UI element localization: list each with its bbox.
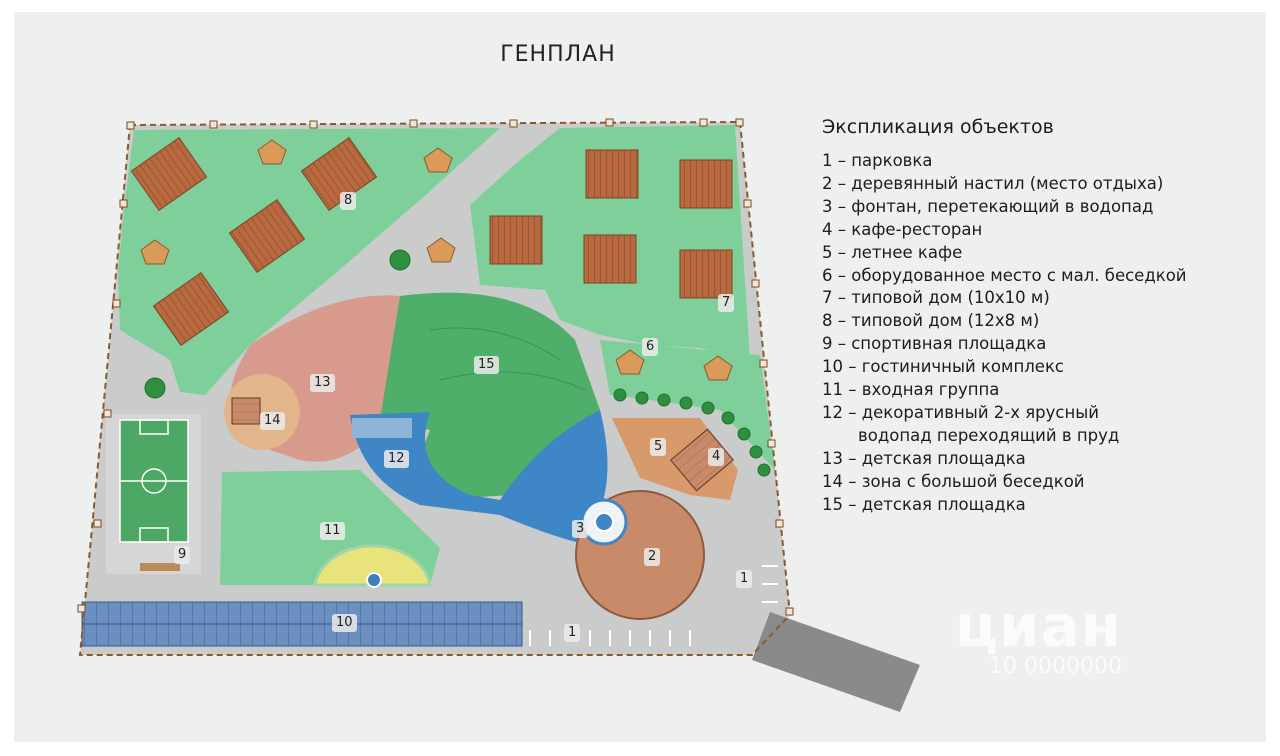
legend-item: 3 – фонтан, перетекающий в водопад <box>822 196 1154 216</box>
map-label-5: 5 <box>650 438 667 456</box>
legend-item: 11 – входная группа <box>822 380 1000 400</box>
map-label-1: 1 <box>736 570 753 588</box>
map-label-13: 13 <box>310 374 335 392</box>
houses-type-7 <box>489 149 733 299</box>
legend-item: 4 – кафе-ресторан <box>822 219 983 239</box>
map-label-7: 7 <box>718 294 735 312</box>
parking-stripes <box>529 565 778 646</box>
watermark-id: 10 0000000 <box>989 654 1122 679</box>
legend-item-continuation: водопад переходящий в пруд <box>858 425 1120 445</box>
legend-item: 1 – парковка <box>822 151 933 170</box>
map-label-10: 10 <box>332 614 357 632</box>
legend-item: 14 – зона с большой беседкой <box>822 471 1085 491</box>
legend-item: 9 – спортивная площадка <box>822 334 1047 354</box>
legend-title: Экспликация объектов <box>822 116 1054 138</box>
map-label-4: 4 <box>708 448 725 466</box>
map-label-12: 12 <box>384 450 409 468</box>
map-label-8: 8 <box>340 192 357 210</box>
access-road <box>752 612 920 712</box>
entrance-marker <box>366 572 382 588</box>
pond <box>350 410 608 545</box>
legend-item: 15 – детская площадка <box>822 494 1026 514</box>
legend-item: 2 – деревянный настил (место отдыха) <box>822 173 1164 193</box>
entrance-arc <box>313 544 432 587</box>
map-label-1: 1 <box>564 624 581 642</box>
fence <box>78 120 792 656</box>
map-label-14: 14 <box>260 412 285 430</box>
map-label-3: 3 <box>572 520 589 538</box>
map-label-6: 6 <box>642 338 659 356</box>
legend-item: 12 – декоративный 2-х ярусный <box>822 402 1100 422</box>
legend-item: 10 – гостиничный комплекс <box>822 357 1064 377</box>
map-label-9: 9 <box>174 546 191 564</box>
legend-item: 8 – типовой дом (12х8 м) <box>822 311 1040 331</box>
watermark-brand: циан <box>955 592 1122 660</box>
page-title: ГЕНПЛАН <box>500 42 616 67</box>
legend: Экспликация объектов 1 – парковка 2 – де… <box>822 116 1252 517</box>
map-label-2: 2 <box>644 548 661 566</box>
legend-item: 5 – летнее кафе <box>822 242 963 262</box>
houses-type-8 <box>130 137 378 346</box>
legend-item: 13 – детская площадка <box>822 448 1026 468</box>
cafe-4 <box>670 428 734 492</box>
small-gazebos <box>140 139 733 381</box>
watermark: циан 10 0000000 <box>955 592 1122 679</box>
trees <box>144 249 771 477</box>
fence-posts <box>77 118 794 616</box>
legend-item: 6 – оборудованное место с мал. беседкой <box>822 265 1187 285</box>
map-label-15: 15 <box>474 356 499 374</box>
map-label-11: 11 <box>320 522 345 540</box>
legend-item: 7 – типовой дом (10х10 м) <box>822 288 1050 308</box>
